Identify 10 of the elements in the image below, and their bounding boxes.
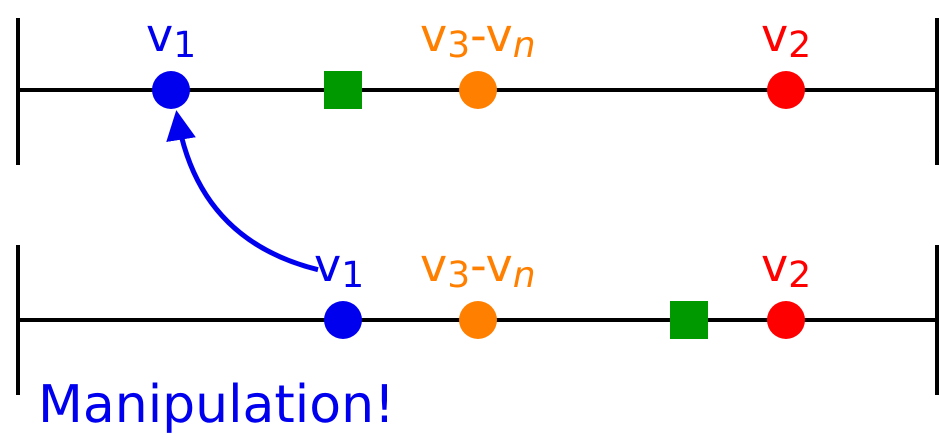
point-label: v$_{2}$: [761, 240, 812, 298]
curved-arrow: [167, 110, 319, 272]
point-label: v$_{2}$: [761, 10, 812, 68]
point-label: v$_{3}$-v$_{n}$: [420, 10, 536, 68]
square-marker: [324, 71, 362, 109]
point-label: v$_{1}$: [314, 240, 364, 298]
square-marker: [670, 301, 708, 339]
point-label: v$_{3}$-v$_{n}$: [420, 240, 536, 298]
note-text: Manipulation!: [38, 375, 395, 435]
point-label: v$_{1}$: [146, 10, 196, 68]
